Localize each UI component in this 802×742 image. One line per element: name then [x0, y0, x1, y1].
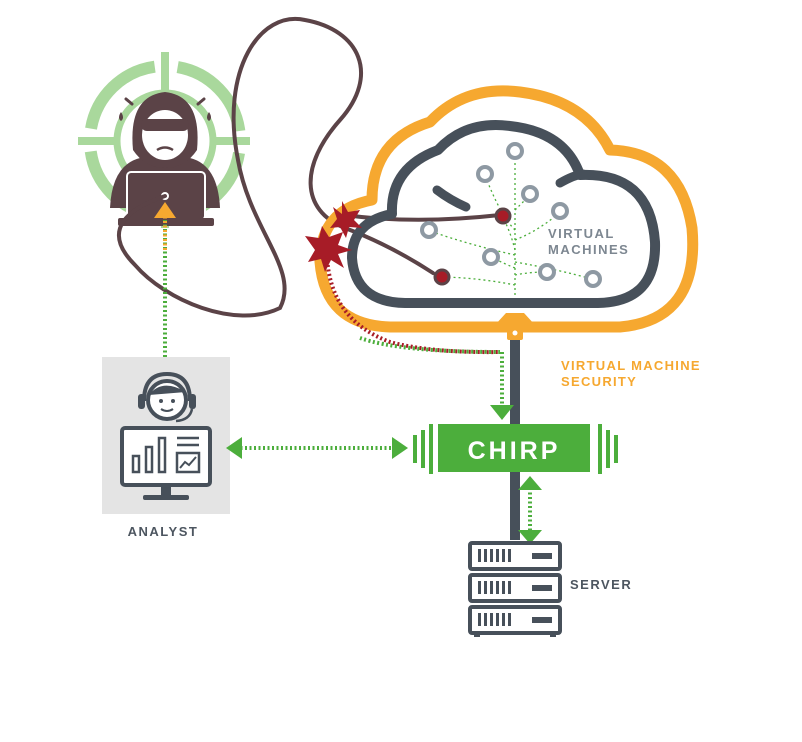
hacker-icon: [110, 92, 220, 226]
compromised-vm-nodes: [433, 207, 512, 286]
arrow-up-icon: [518, 476, 542, 490]
analyst-monitor-icon: [120, 371, 212, 500]
vm-nodes: [420, 142, 602, 288]
lock-icon: [495, 313, 535, 340]
chirp-sensor-icon: [413, 424, 618, 474]
arrow-down-icon: [490, 405, 514, 420]
chirp-label: CHIRP: [468, 437, 561, 465]
arrow-right-icon: [392, 437, 408, 459]
attack-wire: [117, 16, 435, 318]
virtual-machines-label: VIRTUAL: [548, 226, 615, 241]
vm-security-label: VIRTUAL MACHINE: [561, 358, 701, 373]
analyst-label: ANALYST: [128, 524, 199, 539]
breach-burst-icon: [305, 201, 362, 272]
arrow-left-icon: [226, 437, 242, 459]
vm-security-label: SECURITY: [561, 374, 637, 389]
attack-wire: [336, 212, 502, 222]
intrusion-detection-path: [325, 255, 501, 355]
intrusion-detection-path: [359, 336, 501, 354]
arrow-down-icon: [518, 530, 542, 544]
server-rack-icon: [468, 541, 562, 637]
cloud-icon: [347, 120, 661, 308]
server-label: SERVER: [570, 577, 632, 592]
virtual-machines-label: MACHINES: [548, 242, 629, 257]
arrow-up-icon: [154, 202, 176, 218]
